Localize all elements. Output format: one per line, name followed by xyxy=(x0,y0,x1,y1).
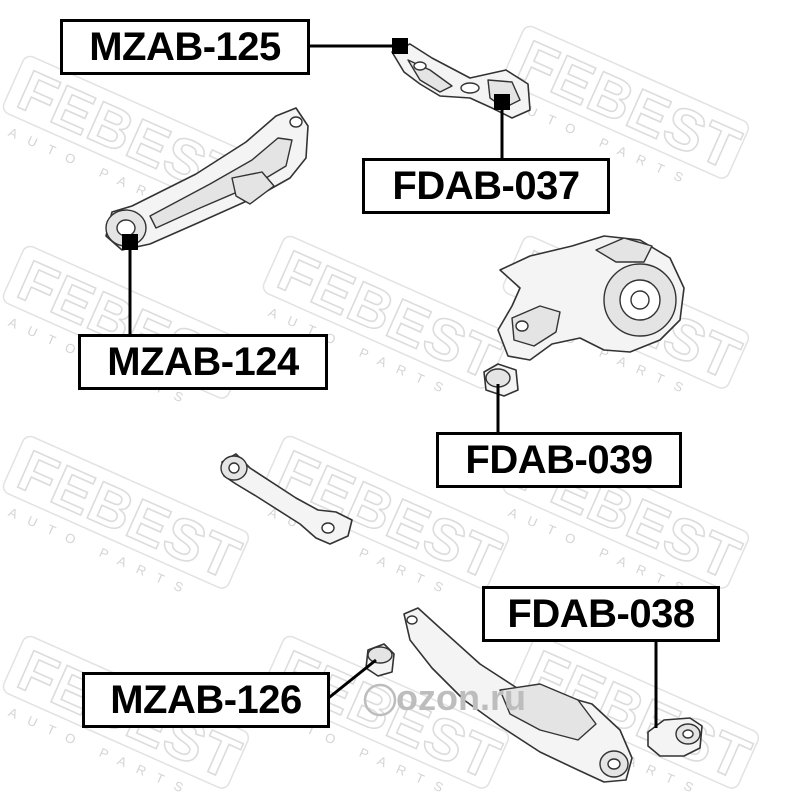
marker-mzab-125 xyxy=(392,38,408,54)
label-fdab-037: FDAB-037 xyxy=(362,158,610,214)
label-fdab-037-text: FDAB-037 xyxy=(392,164,580,208)
bushing-fdab-038 xyxy=(647,717,703,757)
leader-lines xyxy=(122,38,658,728)
label-fdab-038: FDAB-038 xyxy=(482,586,720,642)
label-mzab-126: MZAB-126 xyxy=(82,672,330,728)
watermark-frame xyxy=(262,235,510,389)
ozon-site-text: ozon.ru xyxy=(396,677,526,718)
marker-mzab-124 xyxy=(122,234,138,250)
marker-fdab-037 xyxy=(494,94,510,110)
lateral-link xyxy=(220,453,353,545)
ozon-watermark: ozon.ru xyxy=(363,677,526,718)
leader-mzab-126 xyxy=(325,658,377,702)
label-mzab-124-text: MZAB-124 xyxy=(107,340,299,384)
label-fdab-039: FDAB-039 xyxy=(436,432,682,488)
watermark-frame xyxy=(262,435,510,589)
watermark-frame xyxy=(502,25,750,179)
bushing-mzab-126 xyxy=(365,643,395,677)
label-mzab-125: MZAB-125 xyxy=(60,19,310,75)
label-fdab-039-text: FDAB-039 xyxy=(465,438,653,482)
label-fdab-038-text: FDAB-038 xyxy=(507,592,695,636)
trailing-arm xyxy=(105,107,309,251)
watermark-frame xyxy=(262,635,510,789)
watermark-frame xyxy=(2,435,250,589)
label-mzab-126-text: MZAB-126 xyxy=(110,678,302,722)
label-mzab-125-text: MZAB-125 xyxy=(89,25,281,69)
knuckle-hub xyxy=(483,235,685,397)
label-mzab-124: MZAB-124 xyxy=(78,334,328,390)
lower-control-arm xyxy=(403,607,633,783)
